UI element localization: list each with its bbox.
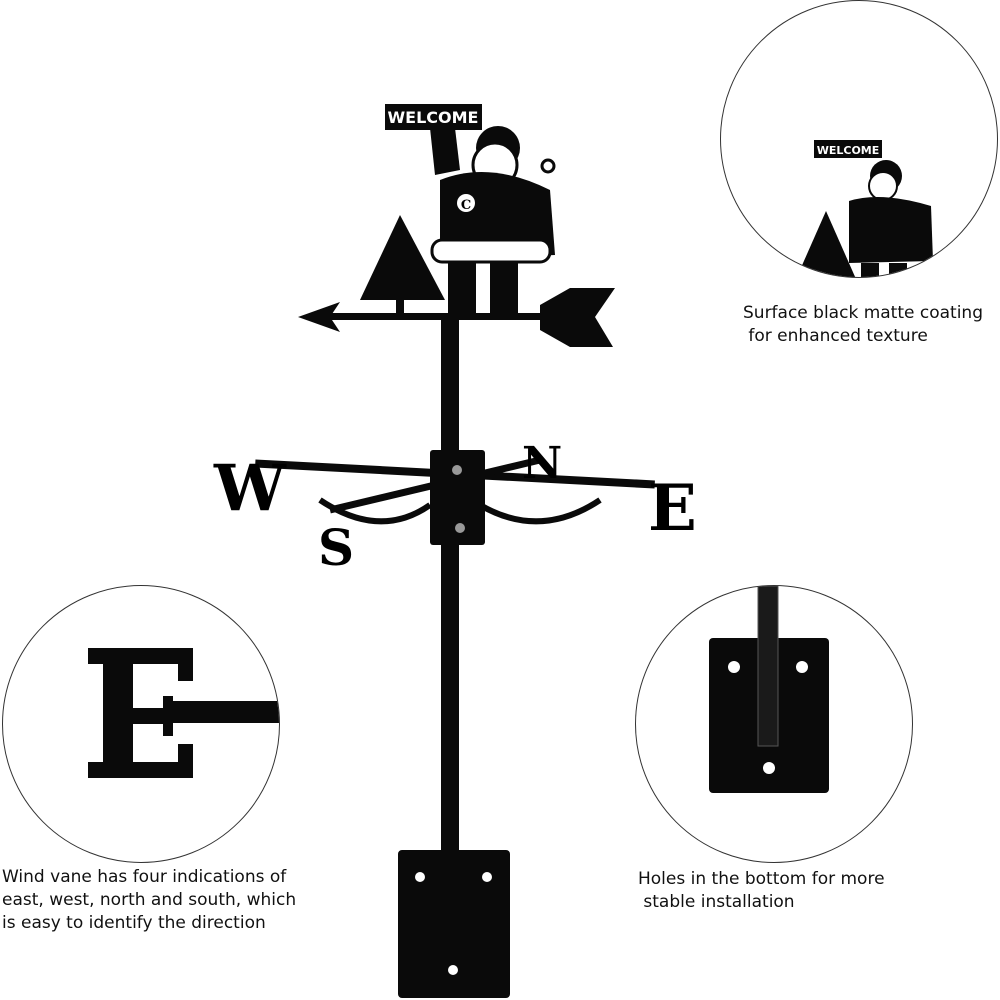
arrow-head — [298, 302, 340, 332]
detail-circle-base-holes — [635, 585, 913, 863]
caption-holes: Holes in the bottom for more stable inst… — [638, 869, 885, 912]
base-plate — [398, 850, 510, 998]
detail-circle-east-letter — [2, 585, 280, 863]
hub-bracket — [430, 450, 485, 545]
letter-north: N — [522, 438, 562, 489]
santa: WELCOME C — [385, 104, 556, 314]
arrow-shaft — [320, 313, 550, 320]
tree — [360, 215, 445, 300]
welcome-sign: WELCOME — [388, 108, 479, 127]
pole — [441, 320, 459, 860]
detail-circle-coating: WELCOME — [720, 0, 998, 278]
svg-text:WELCOME: WELCOME — [817, 144, 880, 157]
arrow-tail — [540, 288, 615, 347]
caption-directions: Wind vane has four indications of east, … — [2, 867, 297, 933]
letter-east: E — [648, 471, 697, 546]
letter-west: W — [213, 451, 287, 526]
letter-south: S — [318, 518, 354, 577]
svg-text:C: C — [461, 198, 471, 213]
caption-coating: Surface black matte coating for enhanced… — [743, 303, 983, 346]
